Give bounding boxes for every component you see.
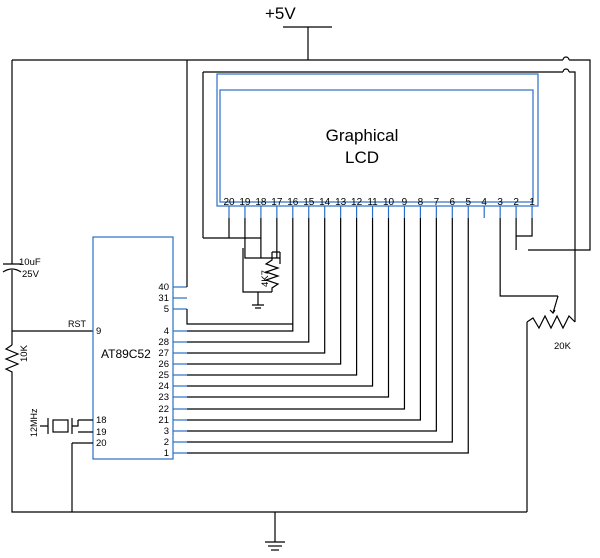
lcd-pin-11: 11	[367, 197, 378, 208]
mcu-left-pin-19: 19	[96, 427, 107, 438]
resistor-rst-value: 10K	[19, 344, 30, 362]
lcd-pin-14: 14	[319, 197, 331, 208]
bus-wire-0	[187, 218, 294, 332]
mcu-right-pin-2: 2	[164, 437, 169, 448]
bus-wire-1	[187, 218, 310, 343]
mcu-right-pin-23: 23	[158, 392, 169, 403]
mcu-left-pin-9: 9	[96, 326, 101, 337]
lcd-pin-3: 3	[497, 197, 503, 208]
lcd-title-line1: Graphical	[326, 126, 399, 145]
mcu-right-pin-3: 3	[164, 426, 169, 437]
lcd-pin-15: 15	[303, 197, 315, 208]
potentiometer-20k: 20K	[526, 295, 576, 512]
bus-wire-4	[187, 218, 358, 376]
mcu-right-pin-25: 25	[158, 370, 169, 381]
mcu-right-pin-22: 22	[158, 404, 169, 415]
bus-wire-11	[187, 218, 469, 454]
pot-value: 20K	[554, 341, 572, 352]
mcu-right-pin-5: 5	[164, 304, 169, 315]
mcu-left-pin-20: 20	[96, 438, 107, 449]
lcd-power-wires	[203, 218, 280, 259]
lcd-pin-10: 10	[383, 197, 395, 208]
lcd-pin-18: 18	[255, 197, 267, 208]
mcu-right-pin-1: 1	[164, 448, 169, 459]
rail-crossover	[562, 56, 570, 61]
lcd-pin-12: 12	[351, 197, 363, 208]
resistor-10k: 10K	[4, 344, 527, 513]
supply-label: +5V	[265, 4, 296, 23]
mcu-right-pin-24: 24	[158, 381, 169, 392]
lcd-pin-17: 17	[271, 197, 283, 208]
mcu-rst-label: RST	[68, 319, 87, 329]
mcu-right-pin-28: 28	[158, 337, 169, 348]
capacitor-voltage: 25V	[22, 269, 40, 280]
vcc-rail	[12, 59, 591, 251]
bus-wire-10	[187, 218, 453, 443]
lcd-pin-20: 20	[223, 197, 235, 208]
resistor-4k7-value: 4K7	[260, 270, 271, 287]
bus-wire-5	[187, 218, 374, 387]
lcd-title-line2: LCD	[345, 148, 379, 167]
bus-wires	[186, 60, 558, 454]
capacitor-value: 10uF	[19, 257, 41, 268]
mcu-at89c52: AT89C52 RST	[68, 236, 174, 460]
mcu-right-pin-26: 26	[158, 359, 169, 370]
mcu-right-pin-27: 27	[158, 348, 169, 359]
lcd-pin-5: 5	[465, 197, 471, 208]
lcd-pin-13: 13	[335, 197, 347, 208]
capacitor: 10uF 25V	[2, 257, 41, 345]
lcd-power-rail	[203, 71, 576, 322]
crystal: 12MHz	[29, 408, 93, 437]
pin5-wire	[186, 309, 293, 325]
mcu-left-pin-18: 18	[96, 415, 107, 426]
lcd-pin-8: 8	[418, 197, 424, 208]
lcd-pin-16: 16	[287, 197, 299, 208]
bus-wire-2	[187, 218, 326, 354]
mcu-right-pin-21: 21	[158, 415, 169, 426]
ground-symbol	[265, 512, 285, 551]
lcd-pin-1: 1	[529, 197, 535, 208]
bus-wire-8	[187, 218, 421, 421]
contrast-ground	[242, 248, 272, 309]
bus-wire-6	[187, 218, 390, 398]
mcu-right-pin-40: 40	[158, 282, 169, 293]
mcu-right-pin-31: 31	[158, 293, 169, 304]
lcd-contrast-wires	[499, 218, 558, 297]
bus-wire-3	[187, 218, 342, 365]
graphical-lcd: Graphical LCD	[216, 73, 539, 207]
bus-wire-7	[187, 218, 406, 410]
lcd-pin-9: 9	[402, 197, 408, 208]
lcd-pin-19: 19	[239, 197, 251, 208]
rail-crossover-2	[562, 68, 570, 73]
lcd-pin-4: 4	[481, 197, 487, 208]
lcd-pin-2: 2	[513, 197, 519, 208]
mcu-right-pin-4: 4	[164, 326, 169, 337]
lcd-pin-6: 6	[450, 197, 456, 208]
mcu-name: AT89C52	[101, 347, 151, 361]
bus-wire-9	[187, 218, 437, 432]
lcd-pin-7: 7	[434, 197, 440, 208]
resistor-4k7: 4K7	[260, 252, 280, 292]
power-supply: +5V	[265, 4, 332, 60]
crystal-value: 12MHz	[29, 408, 39, 437]
